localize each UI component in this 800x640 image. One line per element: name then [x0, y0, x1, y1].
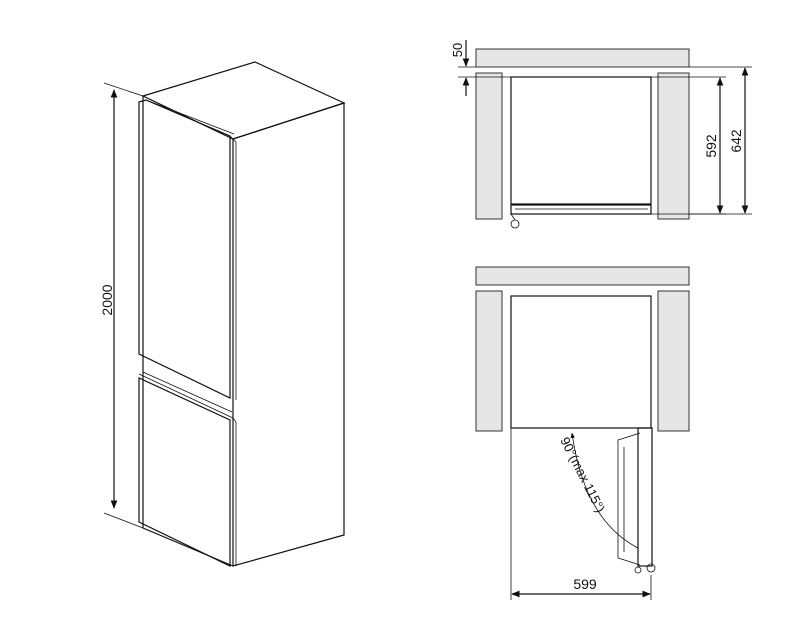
- depth-body-label: 592: [703, 134, 719, 158]
- top-view-closed: 50 592 642: [450, 40, 752, 229]
- back-wall-top: [475, 48, 690, 68]
- fridge-upper-door: [138, 99, 231, 399]
- left-cabinet-bottom: [475, 290, 503, 432]
- fridge-side-face: [232, 102, 345, 567]
- back-wall-bottom: [475, 266, 690, 286]
- fridge-door-open: [637, 427, 653, 567]
- depth-total-label: 642: [728, 129, 744, 153]
- door-angle-label: 90°(max 115°): [557, 435, 608, 515]
- fridge-door-top: [510, 204, 652, 215]
- fridge-lower-door: [138, 377, 231, 567]
- fridge-front-edge: [142, 96, 234, 567]
- right-cabinet-top: [657, 72, 690, 220]
- top-gap-label: 50: [450, 43, 465, 57]
- fridge-isometric: [138, 61, 346, 567]
- fridge-body-bottom: [510, 295, 652, 429]
- right-cabinet-bottom: [657, 290, 690, 432]
- left-cabinet-top: [475, 72, 503, 220]
- hinge-top: [510, 219, 520, 229]
- height-label: 2000: [99, 284, 115, 315]
- fridge-top-face: [141, 61, 346, 140]
- top-view-open: 90°(max 115°) 599: [475, 266, 690, 600]
- door-swing-arc: [570, 432, 639, 549]
- height-dimension: 2000: [99, 82, 144, 529]
- hinge-bottom: [646, 563, 656, 573]
- fridge-body-top: [510, 76, 652, 205]
- width-label: 599: [573, 576, 597, 592]
